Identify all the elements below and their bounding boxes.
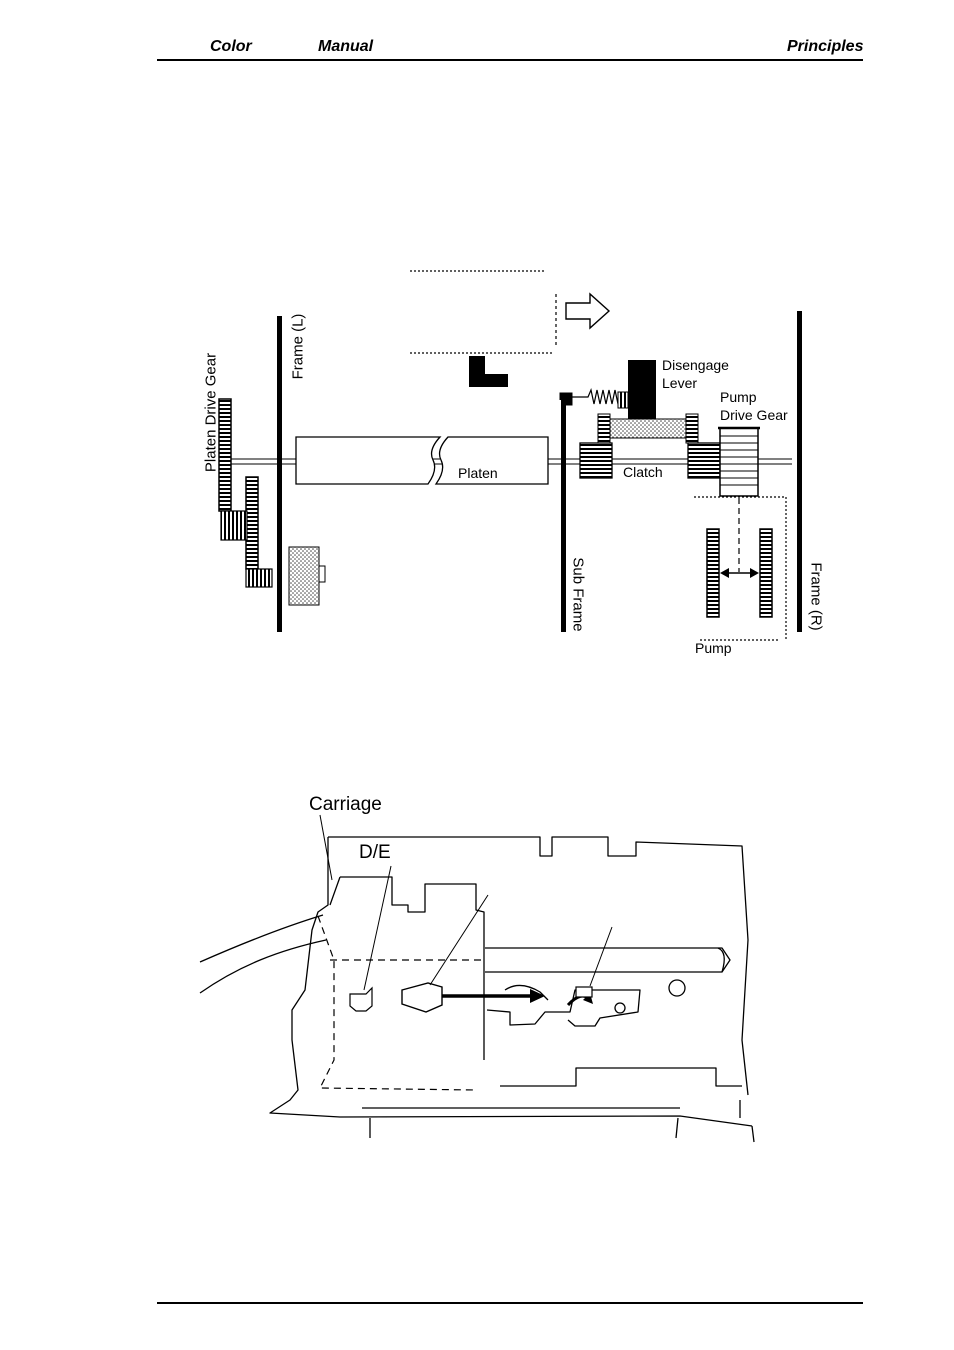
footer-rule xyxy=(157,1302,863,1304)
leader-latch xyxy=(590,927,612,986)
sub-frame-bar xyxy=(561,400,566,632)
carriage-inner-edge xyxy=(330,877,340,905)
label-pump-drive-2: Drive Gear xyxy=(720,407,788,423)
label-frame-left: Frame (L) xyxy=(290,307,307,387)
clutch-link xyxy=(604,419,690,438)
carriage-rail-end xyxy=(718,948,724,972)
pump-drive-gear xyxy=(720,428,758,496)
label-platen-drive-gear: Platen Drive Gear xyxy=(203,348,220,478)
label-clatch: Clatch xyxy=(623,464,663,480)
frame-left-block xyxy=(289,547,319,605)
carriage-plate xyxy=(487,990,640,1026)
carriage-outline xyxy=(328,837,748,1095)
disengage-lever xyxy=(628,360,656,420)
label-lever: Lever xyxy=(662,375,697,391)
hook-arrow-head xyxy=(583,993,593,1004)
carriage-rail xyxy=(485,948,730,972)
platen-drive-gear xyxy=(219,399,231,511)
pump-arrow-right xyxy=(750,568,759,578)
label-de: D/E xyxy=(359,842,391,864)
platen-gear-hub xyxy=(221,511,247,540)
leader-block xyxy=(430,895,488,985)
pump-roller-left xyxy=(707,529,719,617)
spring-block xyxy=(618,392,628,408)
carriage-lower-slot xyxy=(500,1068,742,1086)
carriage-top-step xyxy=(340,877,484,1060)
carriage-hole xyxy=(669,980,685,996)
clutch-link-gear-r xyxy=(686,414,698,443)
label-disengage: Disengage xyxy=(662,357,729,373)
label-pump: Pump xyxy=(695,640,732,656)
carriage-dashed-outline xyxy=(318,916,484,1090)
platen-gear-small xyxy=(246,569,272,587)
leader-de xyxy=(364,866,391,990)
carriage-lever xyxy=(505,985,548,1000)
carriage-cable-2 xyxy=(200,940,326,993)
platen-roller xyxy=(296,437,548,484)
label-pump-drive-1: Pump xyxy=(720,389,757,405)
carriage-screw xyxy=(615,1003,625,1013)
de-block-large xyxy=(402,983,442,1012)
platen-gear-lower xyxy=(246,477,258,569)
pump-roller-right xyxy=(760,529,772,617)
carriage-left-wall xyxy=(270,837,752,1126)
clutch-gear xyxy=(580,443,612,478)
frame-right-bar xyxy=(797,311,802,632)
label-platen: Platen xyxy=(458,465,498,481)
pump-arrow-left xyxy=(720,568,729,578)
latch-tab xyxy=(576,987,592,997)
label-carriage: Carriage xyxy=(309,794,382,816)
carriage-cable-1 xyxy=(200,915,323,962)
move-arrow-head xyxy=(530,989,545,1003)
clutch-link-gear-l xyxy=(598,414,610,443)
frame-left-bar xyxy=(277,316,282,632)
l-bracket xyxy=(469,356,508,387)
hook-arrow xyxy=(568,996,590,1005)
direction-arrow xyxy=(566,294,609,328)
pump-input-gear xyxy=(688,443,720,478)
label-frame-right: Frame (R) xyxy=(808,557,825,637)
de-block-small xyxy=(350,988,372,1011)
frame-left-block-tab xyxy=(319,566,325,582)
label-sub-frame: Sub Frame xyxy=(570,550,587,640)
leader-carriage xyxy=(320,815,332,880)
